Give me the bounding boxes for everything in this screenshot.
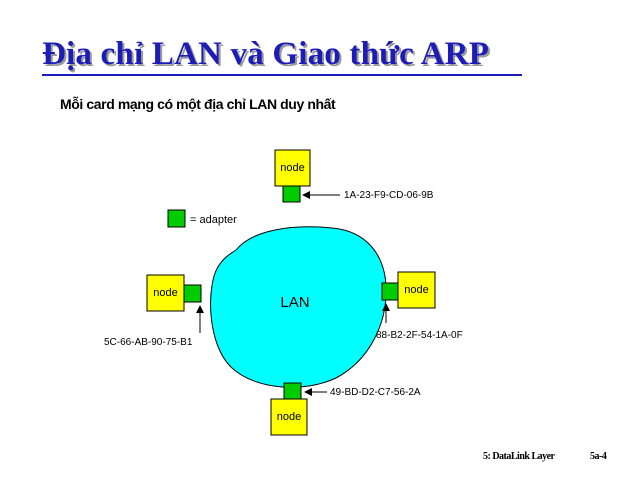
lan-label: LAN <box>280 294 309 311</box>
node-bottom-label: node <box>277 411 301 423</box>
node-left-adapter <box>183 284 202 303</box>
node-right-adapter <box>381 282 399 301</box>
node-top-mac: 1A-23-F9-CD-06-9B <box>344 190 434 201</box>
node-top-label: node <box>280 162 304 174</box>
footer-chapter: 5: DataLink Layer <box>483 451 555 462</box>
node-left-label: node <box>153 287 177 299</box>
node-left-mac: 5C-66-AB-90-75-B1 <box>104 337 193 348</box>
slide-title: Địa chỉ LAN và Giao thức ARP <box>42 36 490 72</box>
legend-label: = adapter <box>190 214 237 226</box>
title-underline <box>42 74 522 76</box>
node-right-mac: 88-B2-2F-54-1A-0F <box>376 330 463 341</box>
node-bottom-mac: 49-BD-D2-C7-56-2A <box>330 387 421 398</box>
node-bottom-box <box>270 398 308 436</box>
node-top-adapter <box>282 185 301 203</box>
node-bottom-adapter <box>283 382 302 400</box>
lan-cloud <box>210 226 387 388</box>
node-top-box <box>274 149 311 187</box>
node-right-label: node <box>404 284 428 296</box>
footer-page-number: 5a-4 <box>590 451 607 462</box>
legend-adapter-swatch <box>167 209 186 228</box>
slide-subtitle: Mỗi card mạng có một địa chỉ LAN duy nhấ… <box>60 96 336 112</box>
